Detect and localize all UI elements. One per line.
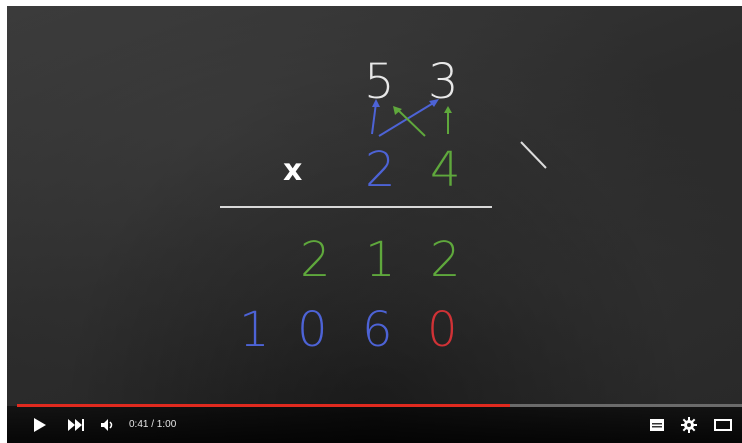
play-icon xyxy=(34,418,46,432)
settings-button[interactable] xyxy=(680,417,698,433)
play-button[interactable] xyxy=(32,417,48,433)
player-controls: 0:41 / 1:00 xyxy=(7,404,742,443)
captions-icon xyxy=(650,419,664,431)
theater-mode-icon xyxy=(714,419,732,431)
partial-1-digit-2: 1 xyxy=(365,232,396,288)
arrow-2-to-5 xyxy=(371,102,377,135)
partial-1-digit-1: 2 xyxy=(300,232,331,288)
partial-1-digit-3: 2 xyxy=(430,232,461,288)
progress-fill xyxy=(17,404,510,407)
top-digit-3: 3 xyxy=(428,54,459,110)
arrow-4-to-5 xyxy=(397,109,426,137)
next-icon xyxy=(68,419,84,431)
top-digit-5: 5 xyxy=(364,54,395,110)
partial-2-digit-3: 6 xyxy=(362,302,393,358)
partial-2-digit-1: 1 xyxy=(239,302,270,358)
arrowhead-2-to-5 xyxy=(372,99,380,107)
time-display: 0:41 / 1:00 xyxy=(129,419,177,430)
video-frame[interactable]: 5 3 x 2 4 2 1 2 1 0 6 0 xyxy=(7,6,742,443)
arrowhead-4-to-3 xyxy=(444,106,452,113)
multiplication-sign: x xyxy=(283,153,303,188)
partial-2-digit-2: 0 xyxy=(297,302,328,358)
bottom-digit-4: 4 xyxy=(430,142,461,198)
progress-bar[interactable] xyxy=(17,404,742,407)
next-button[interactable] xyxy=(66,417,86,433)
volume-icon xyxy=(101,419,113,431)
captions-button[interactable] xyxy=(649,417,665,433)
theater-mode-button[interactable] xyxy=(713,417,733,433)
volume-button[interactable] xyxy=(100,417,116,433)
arrowhead-4-to-5 xyxy=(393,106,402,115)
gear-icon xyxy=(681,417,697,433)
bottom-digit-2: 2 xyxy=(365,142,396,198)
chalk-mark xyxy=(520,141,547,169)
arrowhead-2-to-3 xyxy=(429,99,439,107)
partial-2-digit-4: 0 xyxy=(427,302,458,358)
cross-multiplication-arrows xyxy=(371,99,547,169)
sum-line xyxy=(220,206,492,208)
